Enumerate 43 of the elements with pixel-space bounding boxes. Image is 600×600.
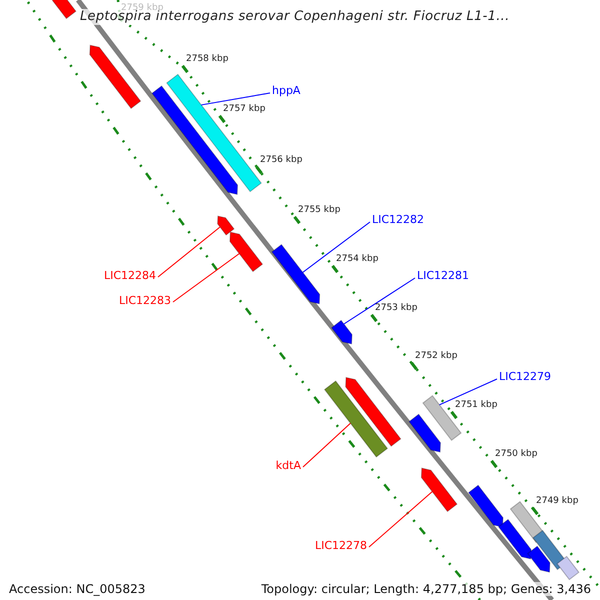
tick-label: 2755 kbp — [298, 205, 340, 216]
gene-block — [468, 484, 504, 528]
tick-label: 2751 kbp — [455, 400, 498, 411]
gene-block — [89, 44, 142, 110]
tick-label: 2757 kbp — [223, 104, 266, 115]
gene-label: hppA — [272, 84, 300, 98]
gene-label: LIC12281 — [417, 269, 470, 282]
gene-label: LIC12283 — [118, 294, 171, 308]
gene-block — [217, 215, 235, 236]
tick-label: 2749 kbp — [536, 496, 578, 507]
gene-block — [420, 468, 458, 512]
tick-label: 2754 kbp — [336, 254, 378, 265]
gene-block — [556, 556, 580, 580]
gene-label: LIC12282 — [372, 213, 424, 226]
tick-label: 2753 kbp — [375, 303, 418, 314]
leader-line — [343, 278, 416, 324]
leader-line — [368, 491, 433, 548]
gene-block — [498, 518, 532, 560]
gene-block — [52, 0, 77, 20]
gene-block — [527, 546, 550, 573]
gene-block — [345, 376, 402, 447]
leader-line — [172, 253, 240, 302]
tick-label: 2750 kbp — [495, 449, 538, 460]
leader-line — [158, 226, 221, 278]
gene-label: kdtA — [276, 459, 301, 472]
gene-block — [408, 414, 441, 453]
genome-info-text: Topology: circular; Length: 4,277,185 bp; Genes: 3,436 — [261, 582, 591, 596]
gene-block — [330, 320, 352, 345]
gene-label: LIC12279 — [499, 370, 552, 384]
gene-label: LIC12278 — [314, 539, 367, 552]
tick-label: 2758 kbp — [186, 54, 228, 65]
gene-block — [324, 380, 388, 458]
tick-label: 2756 kbp — [260, 155, 302, 166]
leader-line — [302, 222, 370, 273]
title: Leptospira interrogans serovar Copenhageni str. Fiocruz L1-1... — [80, 9, 510, 25]
accession-text: Accession: NC_005823 — [9, 582, 146, 596]
leader-line — [302, 422, 351, 468]
gene-label: LIC12284 — [104, 269, 156, 282]
leader-line — [438, 378, 498, 406]
leader-line — [200, 92, 270, 106]
gene-block — [271, 244, 320, 304]
tick-label: 2752 kbp — [415, 351, 458, 362]
gene-block — [229, 232, 264, 272]
